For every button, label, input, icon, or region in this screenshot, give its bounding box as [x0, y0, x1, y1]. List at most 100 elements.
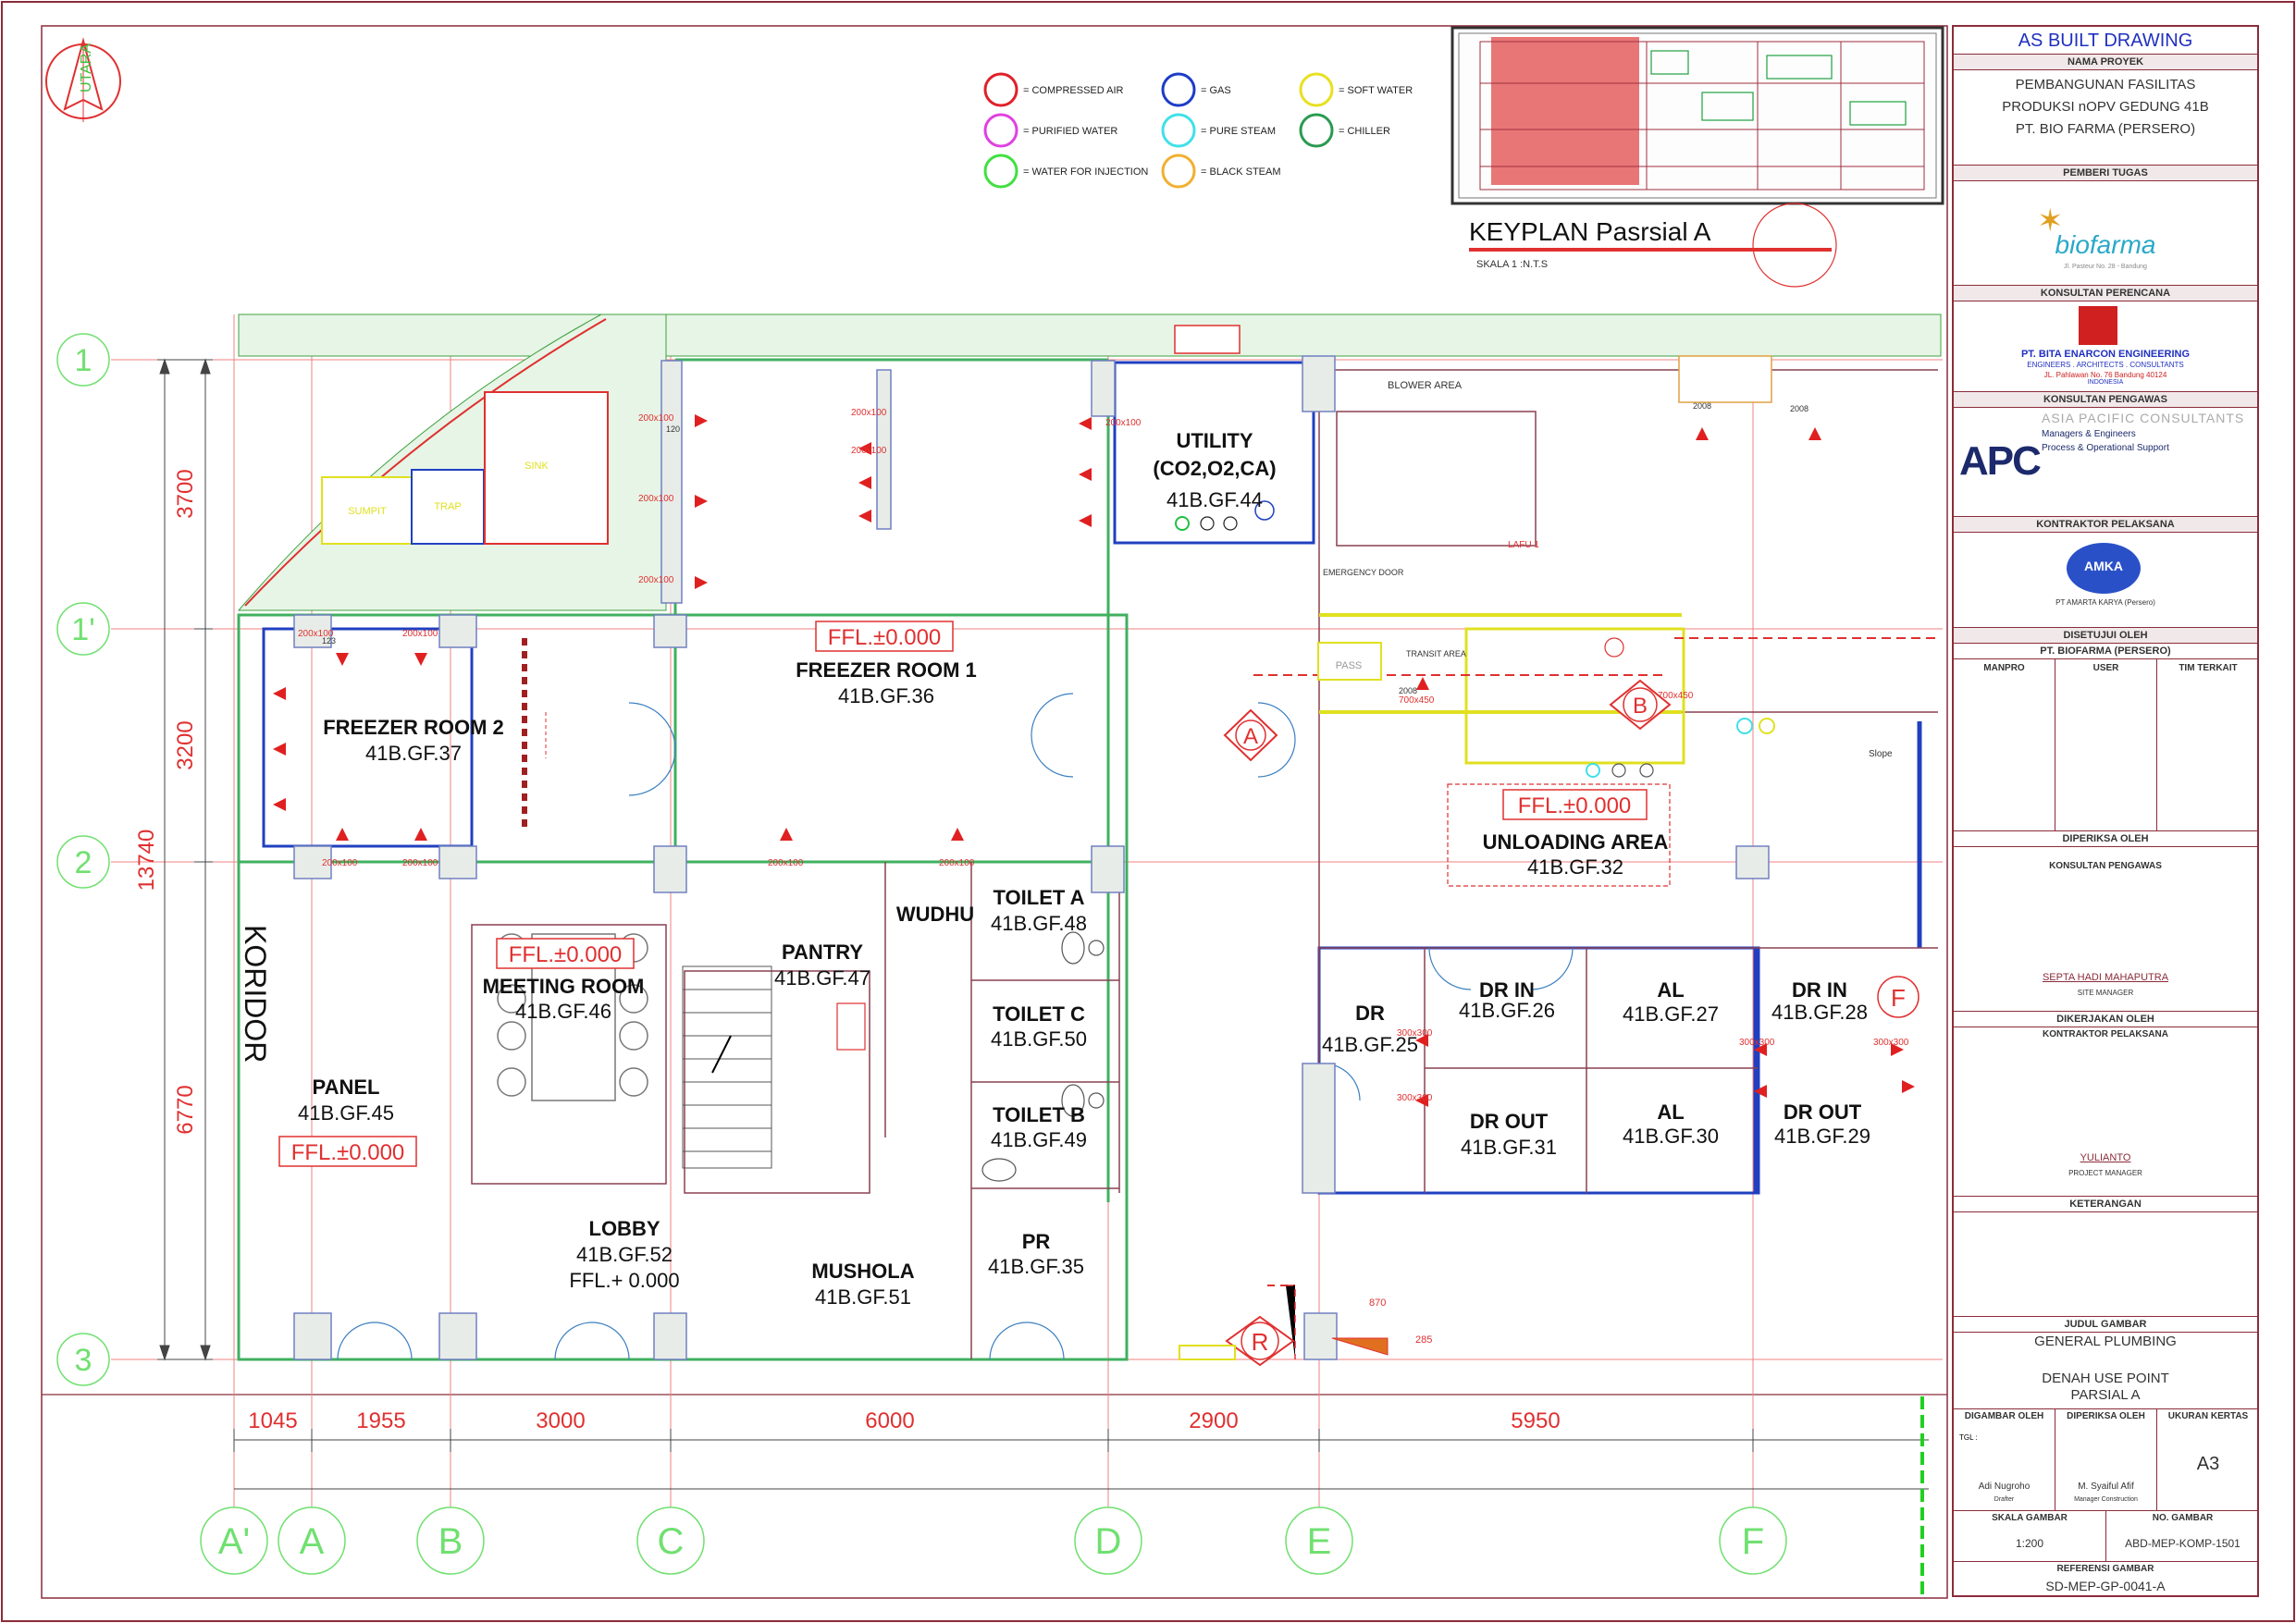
keyplan-title: KEYPLAN Pasrsial A: [1469, 217, 1711, 246]
size-label: 200x100: [768, 858, 804, 868]
section-markers: A B R F: [1223, 679, 1920, 1367]
project-line: PRODUKSI nOPV GEDUNG 41B: [2002, 99, 2209, 115]
drawing-title-line: DENAH USE POINT: [2042, 1371, 2169, 1386]
room-code: 41B.GF.30: [1623, 1125, 1719, 1148]
legend-label: = COMPRESSED AIR: [1023, 85, 1124, 96]
size-label: 200x100: [1105, 418, 1142, 428]
legend-label: = PURIFIED WATER: [1023, 126, 1117, 137]
transit-label: TRANSIT AREA: [1406, 649, 1466, 658]
drawn-cell: DIGAMBAR OLEH TGL : Adi Nugroho Drafter: [1954, 1409, 2055, 1511]
grid-bubble: [1074, 1506, 1142, 1575]
room-code: 41B.GF.29: [1774, 1125, 1870, 1148]
reference-section: REFERENSI GAMBAR SD-MEP-GP-0041-A: [1954, 1562, 2257, 1597]
title-block: AS BUILT DRAWING NAMA PROYEK PEMBANGUNAN…: [1952, 25, 2259, 1597]
approval-col: USER: [2092, 663, 2119, 673]
legend-swatch: [1299, 72, 1334, 107]
dimension-label: 6000: [865, 1408, 914, 1433]
legend-label: = GAS: [1201, 85, 1231, 96]
grid-label: B: [438, 1521, 463, 1562]
scale-section: SKALA GAMBAR 1:200 NO. GAMBAR ABD-MEP-KO…: [1954, 1511, 2257, 1562]
stair-icon: [682, 965, 772, 1169]
room-code: 41B.GF.51: [815, 1285, 911, 1309]
ffl-label: FFL.±0.000: [509, 942, 623, 967]
project-line: PT. BIO FARMA (PERSERO): [2015, 121, 2196, 137]
marker-label: B: [1633, 694, 1648, 719]
section-heading: DIKERJAKAN OLEH: [1954, 1012, 2257, 1027]
project-line: PEMBANGUNAN FASILITAS: [2015, 77, 2196, 92]
section-heading: PT. BIOFARMA (PERSERO): [1954, 644, 2257, 659]
number-label: 2008: [1693, 401, 1711, 411]
room-name: PR: [1022, 1230, 1051, 1253]
room-name: DR OUT: [1784, 1100, 1862, 1124]
apc-name: ASIA PACIFIC CONSULTANTS: [2042, 411, 2245, 425]
room-code: 41B.GF.35: [988, 1255, 1084, 1278]
drawing-title-section: JUDUL GAMBAR GENERAL PLUMBING DENAH USE …: [1954, 1317, 2257, 1409]
size-label: 300x300: [1397, 1028, 1433, 1039]
supervisor-section: KONSULTAN PENGAWAS APC ASIA PACIFIC CONS…: [1954, 392, 2257, 517]
contractor-section: KONTRAKTOR PELAKSANA AMKA PT AMARTA KARY…: [1954, 517, 2257, 628]
drafter-name: Adi Nugroho: [1978, 1482, 2031, 1492]
grid-bubble: [278, 1506, 346, 1575]
size-label: 200x100: [851, 408, 887, 418]
section-heading: JUDUL GAMBAR: [1954, 1317, 2257, 1333]
pm-name: YULIANTO: [2080, 1152, 2131, 1163]
room-code: 41B.GF.36: [838, 684, 934, 707]
grid-label: E: [1307, 1521, 1332, 1562]
number-label: 2008: [1399, 686, 1417, 695]
planner-address: JL. Pahlawan No. 76 Bandung 40124: [2043, 371, 2167, 379]
drafter-role: Drafter: [1994, 1496, 2015, 1503]
room-code: 41B.GF.50: [991, 1027, 1087, 1051]
checked-cell: DIPERIKSA OLEH M. Syaiful Afif Manager C…: [2055, 1409, 2157, 1511]
grid-bubble: [56, 602, 110, 656]
lafu-label: LAFU 1: [1508, 540, 1539, 550]
trap-box: [411, 469, 485, 545]
grid-label: C: [658, 1521, 685, 1562]
room-code: 41B.GF.28: [1771, 1001, 1868, 1024]
section-heading: KONSULTAN PERENCANA: [1954, 286, 2257, 301]
room-code: 41B.GF.45: [298, 1101, 394, 1125]
legend-label: = SOFT WATER: [1339, 85, 1413, 96]
grid-bubble: [1285, 1506, 1353, 1575]
room-name: MEETING ROOM: [483, 975, 645, 998]
cell-heading: DIPERIKSA OLEH: [2067, 1411, 2145, 1421]
planner-sub: ENGINEERS . ARCHITECTS . CONSULTANTS: [2027, 361, 2184, 369]
room-name: WUDHU: [896, 903, 974, 926]
size-label: 300x300: [1397, 1093, 1433, 1103]
reference-number: SD-MEP-GP-0041-A: [2045, 1579, 2166, 1593]
legend-label: = CHILLER: [1339, 126, 1390, 137]
room-name: MUSHOLA: [811, 1260, 914, 1283]
room-code: 41B.GF.26: [1459, 999, 1555, 1022]
keyplan-highlight: [1491, 37, 1639, 185]
dim-285: 285: [1415, 1334, 1432, 1346]
room-name: LOBBY: [589, 1217, 660, 1240]
legend-label: = PURE STEAM: [1201, 126, 1276, 137]
dimension-label: 1955: [356, 1408, 405, 1433]
cell-heading: NO. GAMBAR: [2152, 1513, 2214, 1523]
pipe-legend: = COMPRESSED AIR = GAS = SOFT WATER = PU…: [983, 72, 1413, 189]
legend-swatch: [983, 113, 1018, 148]
pass-label: PASS: [1336, 660, 1363, 671]
drawing-title-line: GENERAL PLUMBING: [2034, 1334, 2177, 1349]
size-label: 200x100: [851, 446, 887, 456]
sink-box: [484, 391, 609, 545]
size-label: 200x100: [298, 629, 334, 639]
grid-label: A': [218, 1521, 250, 1562]
size-label: 200x100: [939, 858, 975, 868]
checker-role: SITE MANAGER: [2077, 989, 2134, 997]
fixtures: [836, 500, 1775, 1182]
size-label: 700x450: [1658, 691, 1694, 701]
grid-label: 3: [75, 1343, 93, 1378]
dimension-label: 3200: [173, 720, 198, 769]
room-name: PANTRY: [782, 941, 863, 964]
column-grid-bubbles: A' A B C D E F: [200, 1506, 1787, 1575]
room-name: UNLOADING AREA: [1483, 830, 1669, 854]
scale-cell: SKALA GAMBAR 1:200: [1954, 1511, 2106, 1562]
section-subheading: KONSULTAN PENGAWAS: [2049, 861, 2162, 871]
room-name: DR IN: [1479, 978, 1535, 1002]
cell-heading: UKURAN KERTAS: [2167, 1411, 2249, 1421]
room-code: 41B.GF.47: [774, 966, 870, 990]
dimension-label: 2900: [1189, 1408, 1238, 1433]
approval-col: MANPRO: [1983, 663, 2025, 673]
section-heading: KETERANGAN: [1954, 1197, 2257, 1212]
